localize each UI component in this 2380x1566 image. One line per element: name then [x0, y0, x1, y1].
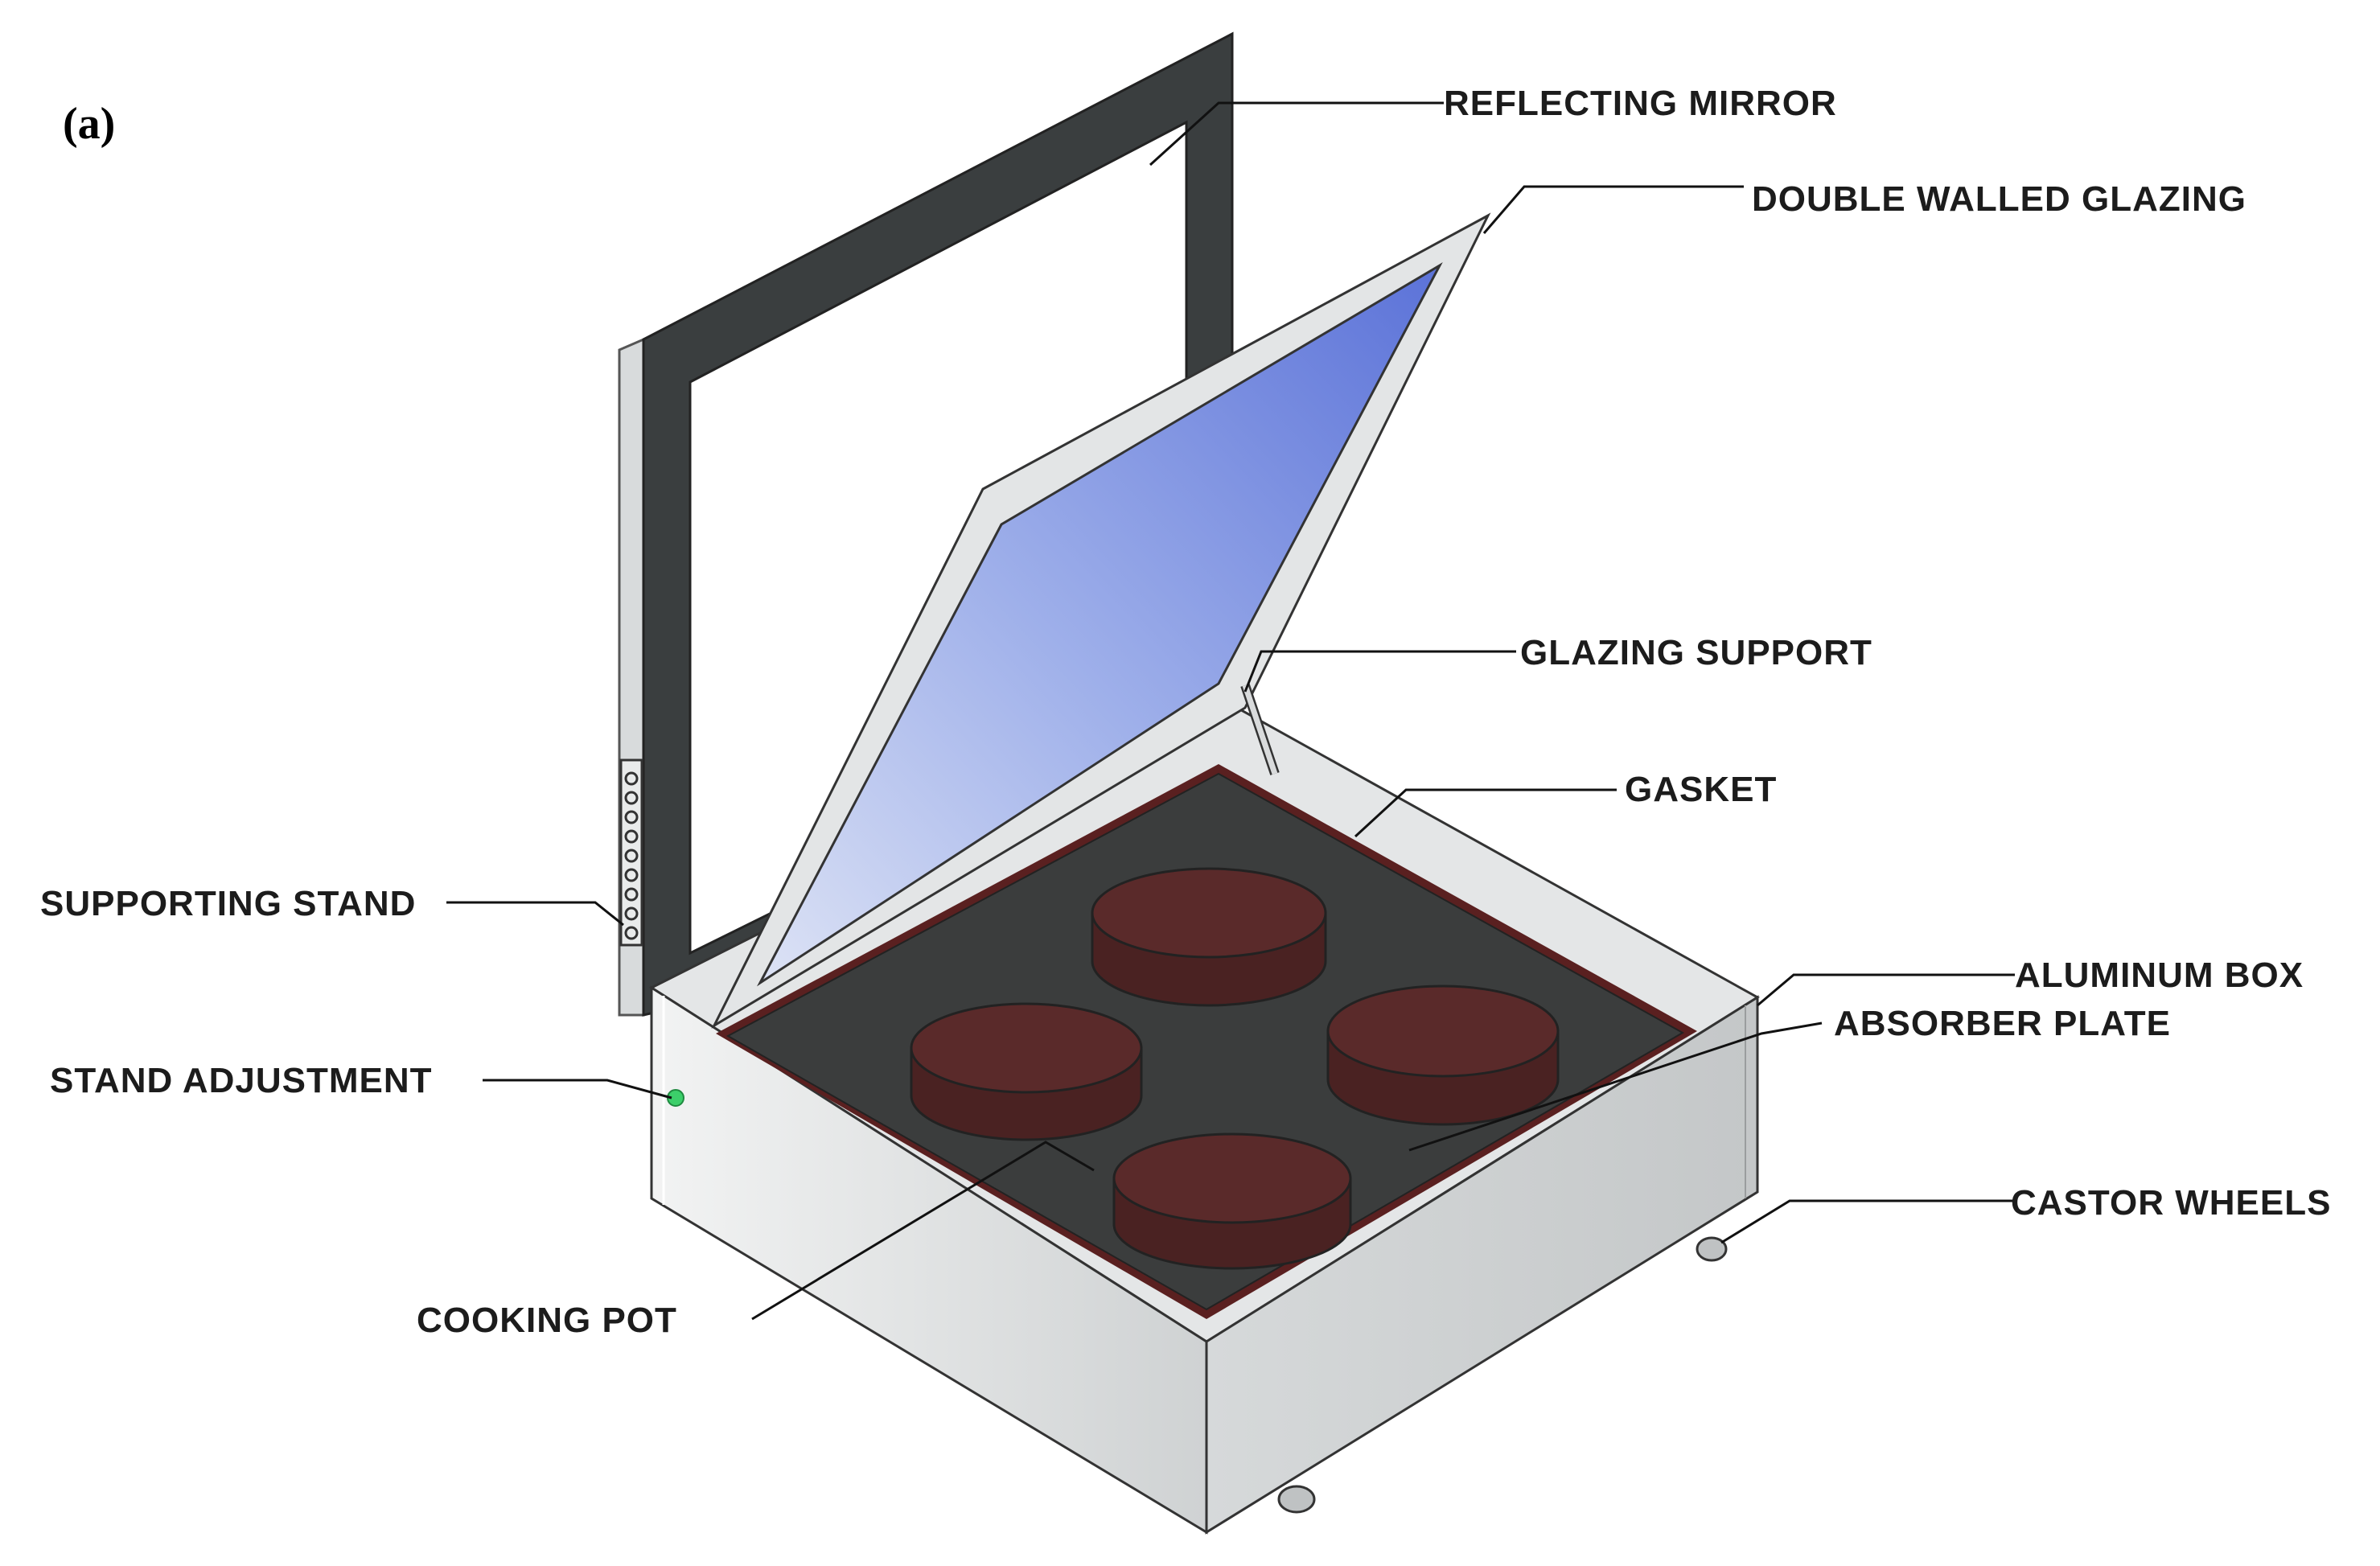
supporting-stand	[619, 758, 643, 947]
cooking-pot	[1091, 867, 1327, 1007]
label-cooking-pot: COOKING POT	[417, 1301, 677, 1340]
cooking-pots	[910, 867, 1560, 1270]
cooking-pot	[1326, 984, 1560, 1126]
panel-label: (a)	[63, 99, 115, 149]
label-stand-adjustment: STAND ADJUSTMENT	[50, 1061, 433, 1100]
double-walled-glazing	[711, 212, 1491, 1029]
label-aluminum-box: ALUMINUM BOX	[2015, 956, 2304, 995]
label-absorber-plate: ABSORBER PLATE	[1834, 1004, 2171, 1043]
absorber-plate	[726, 772, 1685, 1311]
cooking-pot	[910, 1002, 1143, 1141]
cooking-pot	[1112, 1132, 1352, 1270]
glazing-support	[1240, 684, 1280, 775]
label-glazing-support: GLAZING SUPPORT	[1520, 633, 1872, 672]
label-supporting-stand: SUPPORTING STAND	[40, 884, 416, 923]
castor-wheels	[1277, 1236, 1728, 1514]
leader-lines	[446, 101, 2015, 1321]
label-gasket: GASKET	[1625, 770, 1777, 809]
label-reflecting-mirror: REFLECTING MIRROR	[1444, 84, 1837, 123]
label-castor-wheels: CASTOR WHEELS	[2011, 1183, 2331, 1223]
label-double-walled-glazing: DOUBLE WALLED GLAZING	[1752, 179, 2246, 219]
